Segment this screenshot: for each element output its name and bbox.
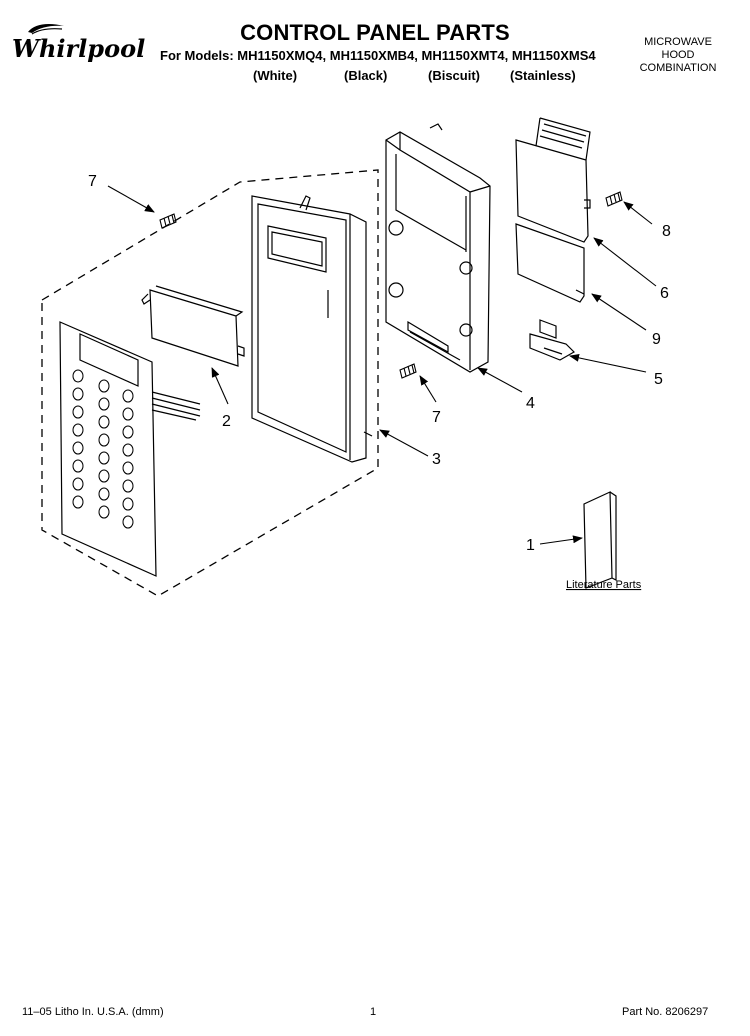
keypad-button bbox=[72, 423, 84, 437]
keypad-button bbox=[72, 477, 84, 491]
product-type: MICROWAVE HOOD COMBINATION bbox=[620, 36, 736, 75]
keypad-button bbox=[122, 515, 134, 529]
callout-7-bottom: 7 bbox=[432, 409, 441, 426]
callout-4: 4 bbox=[526, 395, 535, 412]
assembly-dashed-outline bbox=[41, 169, 379, 597]
product-type-line-1: MICROWAVE bbox=[644, 36, 712, 48]
footer-litho: 11–05 Litho In. U.S.A. (dmm) bbox=[22, 1006, 164, 1018]
keypad-button bbox=[72, 441, 84, 455]
page-title: CONTROL PANEL PARTS bbox=[240, 20, 510, 45]
keypad-button bbox=[98, 487, 110, 501]
literature-booklet bbox=[583, 491, 617, 589]
circuit-board bbox=[515, 117, 591, 243]
control-bracket bbox=[385, 123, 491, 373]
keypad-button bbox=[122, 479, 134, 493]
display-window bbox=[141, 285, 245, 367]
keypad-button bbox=[122, 497, 134, 511]
keypad-button bbox=[122, 389, 134, 403]
models-line: For Models: MH1150XMQ4, MH1150XMB4, MH11… bbox=[160, 48, 596, 63]
variant-white: (White) bbox=[253, 68, 298, 83]
callout-6: 6 bbox=[660, 285, 669, 302]
callout-1: 1 bbox=[526, 537, 535, 554]
callout-arrows bbox=[107, 185, 657, 545]
keypad-button bbox=[122, 461, 134, 475]
screw-part-7-bottom bbox=[399, 363, 417, 379]
keypad-button bbox=[122, 407, 134, 421]
keypad-button bbox=[98, 451, 110, 465]
callout-3: 3 bbox=[432, 451, 441, 468]
keypad-button bbox=[98, 397, 110, 411]
footer-part-number: Part No. 8206297 bbox=[622, 1006, 709, 1018]
footer-page-number: 1 bbox=[370, 1006, 377, 1018]
screw-part-8 bbox=[605, 191, 623, 207]
callout-8: 8 bbox=[662, 223, 671, 240]
control-panel-frame bbox=[251, 195, 373, 463]
callout-9: 9 bbox=[652, 331, 661, 348]
product-type-line-3: COMBINATION bbox=[639, 62, 717, 74]
keypad-button bbox=[72, 459, 84, 473]
callout-2: 2 bbox=[222, 413, 231, 430]
keypad-button bbox=[72, 405, 84, 419]
variant-biscuit: (Biscuit) bbox=[428, 68, 480, 83]
keypad-button bbox=[122, 443, 134, 457]
keypad-button bbox=[72, 387, 84, 401]
literature-parts-label: Literature Parts bbox=[566, 579, 642, 591]
keypad-buttons bbox=[72, 369, 134, 529]
whirlpool-logo: Whirlpool bbox=[12, 22, 147, 72]
keypad-button bbox=[72, 369, 84, 383]
keypad-button bbox=[122, 425, 134, 439]
keypad-button bbox=[98, 505, 110, 519]
variant-stainless: (Stainless) bbox=[510, 68, 576, 83]
insulator-sheet bbox=[515, 223, 585, 303]
keypad-button bbox=[98, 415, 110, 429]
bracket-clip bbox=[529, 319, 575, 361]
logo-swirl-icon bbox=[28, 24, 64, 35]
keypad-button bbox=[98, 379, 110, 393]
callout-7-top: 7 bbox=[88, 173, 97, 190]
keypad-membrane bbox=[59, 321, 201, 577]
variant-black: (Black) bbox=[344, 68, 388, 83]
keypad-button bbox=[98, 433, 110, 447]
product-type-line-2: HOOD bbox=[661, 49, 695, 61]
callout-5: 5 bbox=[654, 371, 663, 388]
keypad-button bbox=[98, 469, 110, 483]
brand-name: Whirlpool bbox=[12, 34, 146, 63]
keypad-button bbox=[72, 495, 84, 509]
screw-part-7-top bbox=[159, 213, 177, 229]
